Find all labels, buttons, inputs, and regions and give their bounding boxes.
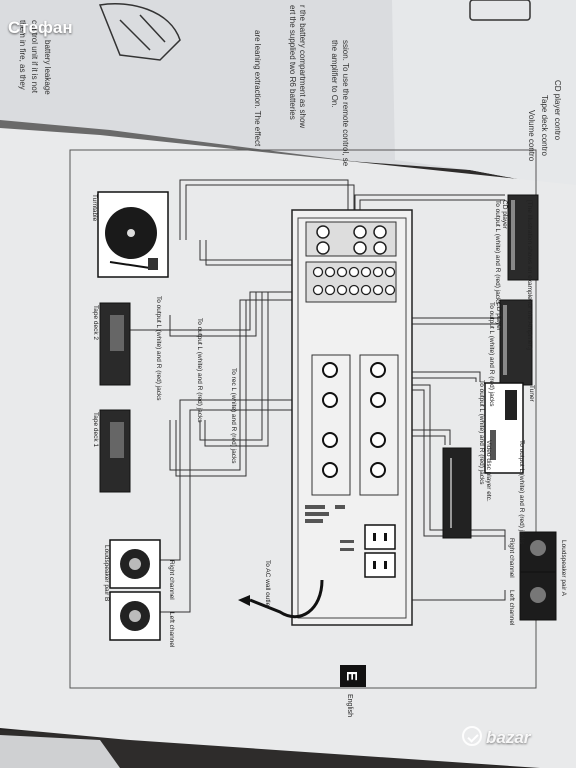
bazar-watermark: bazar bbox=[462, 726, 531, 748]
speaker-b-left-label: Left channel bbox=[168, 612, 175, 648]
right-item-2: Tape deck contro bbox=[540, 95, 549, 156]
tape-deck-2 bbox=[99, 302, 131, 386]
leak-text-1: battery leakage bbox=[43, 40, 52, 95]
amplifier-rear-panel bbox=[238, 209, 413, 626]
leak-text-3: them in fire, as they bbox=[18, 20, 27, 90]
tape1-note: To output L (white) and R (red) jacks bbox=[196, 318, 203, 423]
tape2-note: To output L (white) and R (red) jacks bbox=[155, 296, 162, 401]
cd2-note: To output L (white) and R (red) jacks bbox=[488, 302, 495, 407]
video-disc-player bbox=[442, 447, 472, 539]
battery-text-3: are leaning extraction. The effect bbox=[253, 30, 262, 147]
loudspeaker-b-right bbox=[109, 539, 161, 589]
speaker-b-right-label: Right channel bbox=[168, 560, 175, 600]
battery-text-1: r the battery compartment as show bbox=[298, 5, 307, 128]
cd1-note: To output L (white) and R (red) jacks bbox=[494, 200, 501, 305]
tape2-label: Tape deck 2 bbox=[92, 305, 99, 340]
battery-text-2: ert the supplied two R6 batteries bbox=[288, 5, 297, 120]
turntable-label: Turntable bbox=[91, 194, 98, 222]
language-label: English bbox=[346, 694, 353, 717]
loudspeaker-a-left bbox=[519, 571, 557, 621]
seller-name: Стефан bbox=[8, 18, 73, 37]
caption: [The illustration shows an example for t… bbox=[526, 200, 533, 350]
right-item-1: CD player contro bbox=[553, 80, 562, 141]
cd-player-1 bbox=[507, 194, 539, 281]
right-item-3: Volume contro bbox=[527, 110, 536, 162]
svg-text:E: E bbox=[343, 671, 360, 681]
remote-illustration bbox=[98, 0, 531, 61]
loudspeaker-b-left bbox=[109, 591, 161, 641]
cd1-label: CD player bbox=[501, 200, 508, 230]
diagram-frame bbox=[69, 149, 537, 689]
tape-deck-1 bbox=[99, 409, 131, 493]
cd-player-2 bbox=[499, 299, 533, 386]
ac-outlet-label: To AC wall outlet bbox=[264, 560, 271, 608]
video-note: To output L (white) and R (red) jacks bbox=[478, 380, 485, 485]
speaker-b-label: Loudspeaker pair B bbox=[103, 545, 110, 601]
tuner bbox=[484, 382, 524, 474]
speaker-a-left-label: Left channel bbox=[508, 590, 515, 626]
watermark-text: bazar bbox=[486, 728, 531, 747]
tuner-label: Tuner bbox=[528, 385, 535, 403]
remote-text-2: the amplifier to On. bbox=[330, 40, 339, 108]
rec-note: To rec L (white) and R (red) jacks bbox=[230, 368, 237, 464]
speaker-a-right-label: Right channel bbox=[508, 538, 515, 578]
section-tab: E English bbox=[340, 665, 366, 717]
video-label: Video disc player etc. bbox=[485, 440, 492, 502]
tuner-note: To output L (white) and R (red) jacks bbox=[518, 440, 525, 545]
leak-text-2: control unit if it is not bbox=[30, 20, 39, 94]
cd2-label: CD player bbox=[495, 302, 502, 332]
remote-text-1: ssion. To use the remote control, se bbox=[341, 40, 350, 167]
watermark-logo-icon bbox=[462, 726, 482, 746]
tape1-label: Tape deck 1 bbox=[92, 412, 99, 447]
turntable bbox=[97, 191, 169, 278]
speaker-a-label: Loudspeaker pair A bbox=[560, 540, 567, 597]
